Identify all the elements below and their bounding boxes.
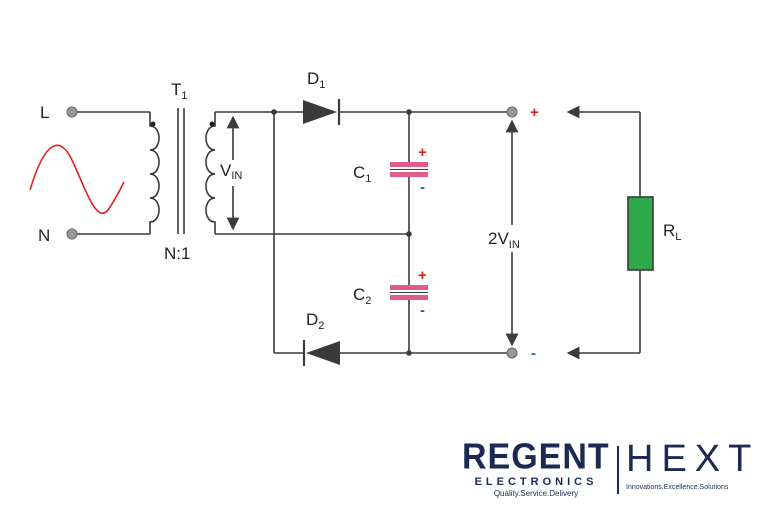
secondary-dot-icon bbox=[209, 121, 215, 127]
transformer-T1 bbox=[149, 108, 216, 234]
terminal-positive bbox=[506, 106, 518, 118]
terminal-L bbox=[66, 106, 78, 118]
terminal-N bbox=[66, 228, 78, 240]
terminal-negative bbox=[506, 347, 518, 359]
wires bbox=[72, 105, 641, 360]
output-plus-sign: + bbox=[530, 104, 539, 121]
label-VIN: VIN bbox=[220, 161, 242, 182]
output-minus-sign: - bbox=[531, 345, 536, 362]
c1-minus-sign: - bbox=[420, 179, 425, 196]
capacitor-C2 bbox=[390, 285, 428, 300]
label-RL: RL bbox=[663, 221, 681, 243]
sine-wave-icon bbox=[29, 144, 125, 214]
capacitor-C1 bbox=[390, 162, 428, 177]
diode-D1 bbox=[303, 99, 341, 125]
logo-divider bbox=[617, 446, 619, 494]
label-C2: C2 bbox=[353, 285, 371, 307]
label-D1: D1 bbox=[307, 69, 325, 91]
regent-logo: REGENT ELECTRONICS Quality.Service.Deliv… bbox=[462, 437, 610, 498]
diode-D2 bbox=[302, 340, 340, 366]
resistor-RL bbox=[627, 196, 654, 271]
primary-dot-icon bbox=[150, 121, 156, 127]
label-turns-ratio: N:1 bbox=[164, 244, 190, 263]
label-L: L bbox=[40, 103, 49, 122]
hext-tagline: Innovations.Excellence.Solutions bbox=[626, 484, 729, 491]
regent-wordmark: REGENT bbox=[462, 437, 610, 477]
label-D2: D2 bbox=[306, 310, 324, 332]
hext-wordmark: HEXT bbox=[626, 438, 760, 480]
hext-logo: HEXT Innovations.Excellence.Solutions bbox=[626, 440, 762, 491]
c2-minus-sign: - bbox=[420, 302, 425, 319]
junctions bbox=[271, 109, 412, 356]
c1-plus-sign: + bbox=[418, 144, 427, 161]
brand-logos: REGENT ELECTRONICS Quality.Service.Deliv… bbox=[462, 437, 762, 500]
label-T1: T1 bbox=[171, 80, 188, 102]
regent-subtitle: ELECTRONICS bbox=[474, 476, 598, 488]
label-N: N bbox=[38, 226, 50, 245]
label-2VIN: 2VIN bbox=[488, 229, 520, 251]
c2-plus-sign: + bbox=[418, 267, 427, 284]
regent-tagline: Quality.Service.Delivery bbox=[493, 489, 579, 498]
label-C1: C1 bbox=[353, 163, 371, 185]
